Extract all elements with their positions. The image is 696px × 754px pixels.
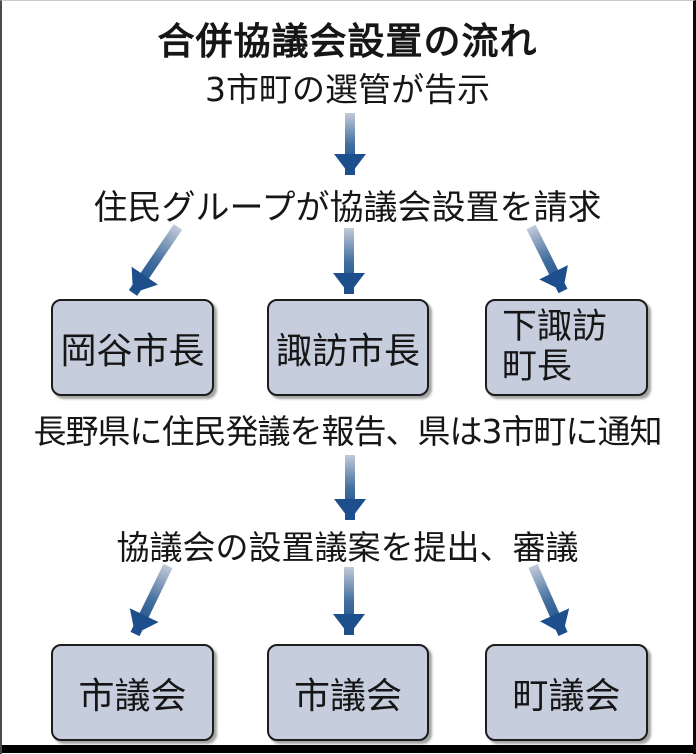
bottom-frame-bar [2,745,693,753]
down-left-arrow-icon [129,563,173,637]
down-right-arrow-icon [528,563,570,637]
node-okaya-mayor: 岡谷市長 [51,299,214,396]
node-label: 町議会 [512,675,621,717]
step-text-announcement: 3市町の選管が告示 [205,70,490,109]
node-city-council-2: 市議会 [267,644,429,741]
node-city-council-1: 市議会 [51,644,214,741]
diagram-title: 合併協議会設置の流れ [157,20,538,63]
step-text-report: 長野県に住民発議を報告、県は3市町に通知 [33,412,663,451]
node-town-council: 町議会 [485,644,648,741]
step-text-request: 住民グループが協議会設置を請求 [93,188,602,228]
node-label: 市議会 [78,675,187,717]
node-label: 市議会 [293,675,402,717]
down-right-arrow-icon [526,224,568,294]
node-suwa-mayor: 諏訪市長 [267,299,429,396]
node-label: 諏訪市長 [275,330,420,372]
step-text-submission: 協議会の設置議案を提出、審議 [116,528,579,567]
node-shimosuwa-mayor: 下諏訪 町長 [485,299,648,396]
down-left-arrow-icon [128,224,183,296]
node-label: 下諏訪 町長 [502,307,608,387]
node-label: 岡谷市長 [60,330,205,372]
